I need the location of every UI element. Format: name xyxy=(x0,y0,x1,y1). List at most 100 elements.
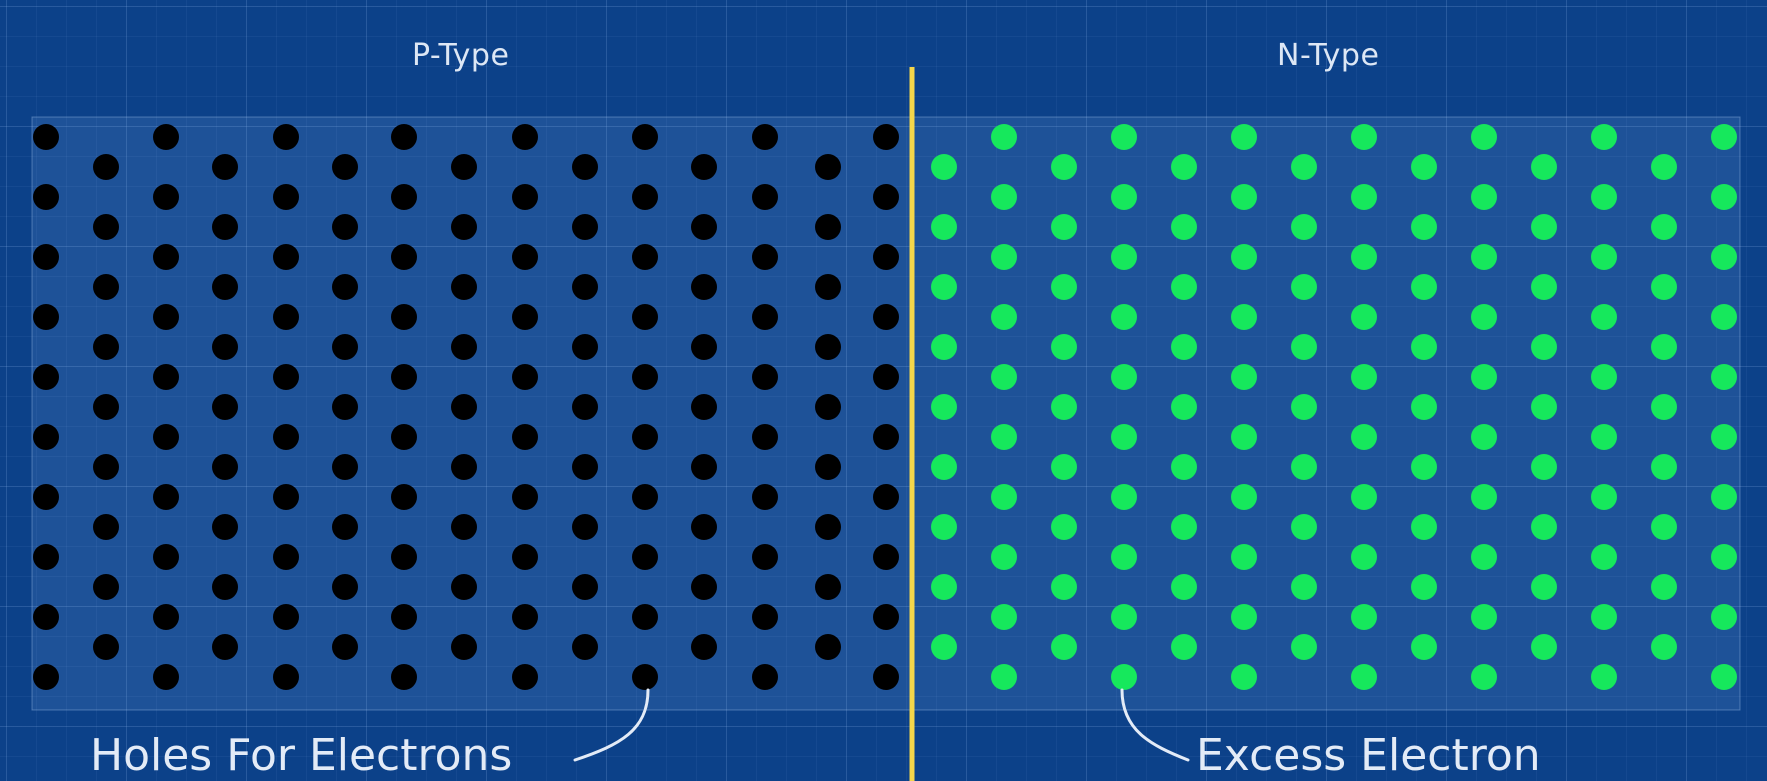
electron-dot xyxy=(1351,124,1377,150)
p-type-label: P-Type xyxy=(412,38,510,73)
electron-dot xyxy=(1711,124,1737,150)
electron-dot xyxy=(1231,604,1257,630)
hole-dot xyxy=(752,244,778,270)
hole-dot xyxy=(691,274,717,300)
electron-dot xyxy=(1651,394,1677,420)
electron-dot xyxy=(991,664,1017,690)
hole-dot xyxy=(815,214,841,240)
hole-dot xyxy=(632,484,658,510)
hole-dot xyxy=(212,214,238,240)
hole-dot xyxy=(332,574,358,600)
electron-dot xyxy=(1591,664,1617,690)
electron-dot xyxy=(1171,214,1197,240)
electron-dot xyxy=(1111,304,1137,330)
electron-dot xyxy=(1231,424,1257,450)
hole-dot xyxy=(451,574,477,600)
hole-dot xyxy=(273,304,299,330)
electron-dot xyxy=(1171,454,1197,480)
electron-dot xyxy=(1351,424,1377,450)
hole-dot xyxy=(332,634,358,660)
electron-dot xyxy=(1111,544,1137,570)
electron-dot xyxy=(1231,664,1257,690)
hole-dot xyxy=(332,514,358,540)
electron-dot xyxy=(1231,544,1257,570)
electron-dot xyxy=(1711,424,1737,450)
hole-dot xyxy=(273,424,299,450)
hole-dot xyxy=(512,604,538,630)
electron-dot xyxy=(1291,514,1317,540)
electron-dot xyxy=(1111,184,1137,210)
hole-dot xyxy=(33,124,59,150)
hole-dot xyxy=(153,544,179,570)
hole-dot xyxy=(815,574,841,600)
electron-dot xyxy=(1651,454,1677,480)
hole-dot xyxy=(752,664,778,690)
electron-dot xyxy=(1411,454,1437,480)
hole-dot xyxy=(752,124,778,150)
electron-dot xyxy=(1051,454,1077,480)
hole-dot xyxy=(752,484,778,510)
excess-electron-annotation: Excess Electron xyxy=(1196,730,1541,781)
hole-dot xyxy=(632,664,658,690)
electron-dot xyxy=(1591,124,1617,150)
hole-dot xyxy=(632,184,658,210)
holes-pointer xyxy=(573,688,650,762)
holes-annotation: Holes For Electrons xyxy=(90,730,513,781)
hole-dot xyxy=(815,514,841,540)
electron-dot xyxy=(1471,184,1497,210)
hole-dot xyxy=(572,274,598,300)
electron-pointer xyxy=(1120,688,1190,762)
electron-dot xyxy=(1711,484,1737,510)
electron-dot xyxy=(991,544,1017,570)
hole-dot xyxy=(512,364,538,390)
electron-dot xyxy=(931,274,957,300)
hole-dot xyxy=(632,244,658,270)
electron-dot xyxy=(1711,664,1737,690)
electron-dot xyxy=(1531,214,1557,240)
hole-dot xyxy=(273,244,299,270)
electron-dot xyxy=(1351,484,1377,510)
hole-dot xyxy=(391,484,417,510)
hole-dot xyxy=(815,274,841,300)
hole-dot xyxy=(93,634,119,660)
hole-dot xyxy=(273,484,299,510)
hole-dot xyxy=(33,604,59,630)
electron-dot xyxy=(1411,394,1437,420)
hole-dot xyxy=(873,604,899,630)
hole-dot xyxy=(691,574,717,600)
hole-dot xyxy=(391,544,417,570)
hole-dot xyxy=(33,184,59,210)
hole-dot xyxy=(815,634,841,660)
hole-dot xyxy=(332,214,358,240)
electron-dot xyxy=(1231,124,1257,150)
electron-dot xyxy=(1291,394,1317,420)
hole-dot xyxy=(512,484,538,510)
hole-dot xyxy=(815,394,841,420)
electron-dot xyxy=(1591,484,1617,510)
hole-dot xyxy=(153,484,179,510)
electron-dot xyxy=(1351,604,1377,630)
electron-dot xyxy=(931,154,957,180)
hole-dot xyxy=(391,364,417,390)
electron-dot xyxy=(1051,514,1077,540)
hole-dot xyxy=(691,514,717,540)
electron-dot xyxy=(1651,634,1677,660)
electron-dot xyxy=(1711,304,1737,330)
hole-dot xyxy=(332,394,358,420)
electron-dot xyxy=(1411,334,1437,360)
hole-dot xyxy=(752,304,778,330)
electron-dot xyxy=(1711,244,1737,270)
hole-dot xyxy=(391,424,417,450)
electron-dot xyxy=(1111,424,1137,450)
hole-dot xyxy=(451,394,477,420)
electron-dot xyxy=(1291,274,1317,300)
holes-group xyxy=(33,124,899,690)
electron-dot xyxy=(1171,574,1197,600)
electron-dot xyxy=(1531,574,1557,600)
electron-dot xyxy=(1531,454,1557,480)
electron-dot xyxy=(1471,364,1497,390)
hole-dot xyxy=(212,574,238,600)
hole-dot xyxy=(572,154,598,180)
electron-dot xyxy=(931,214,957,240)
electron-dot xyxy=(1591,544,1617,570)
